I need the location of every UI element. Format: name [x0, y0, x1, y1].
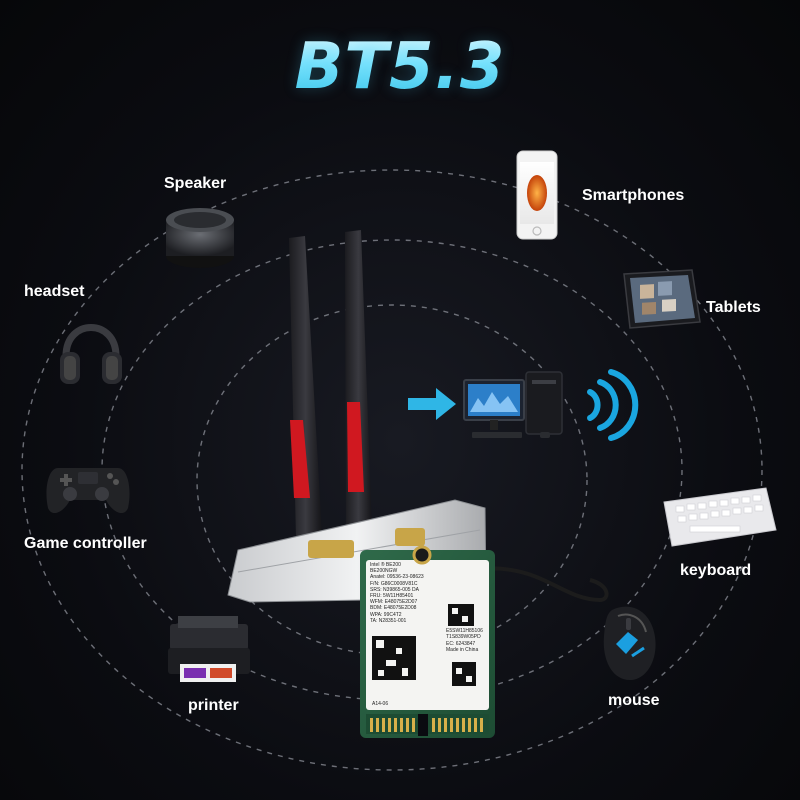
- printer-icon: [168, 616, 250, 682]
- antenna-left: [289, 236, 322, 555]
- speaker-label: Speaker: [164, 175, 227, 192]
- keyboard-icon: [663, 487, 777, 547]
- mouse-label: mouse: [608, 692, 660, 709]
- card-line: E5SW11H85106: [446, 628, 483, 634]
- page-title: BT5.3: [0, 30, 800, 104]
- card-line: BE200NGW: [370, 568, 398, 575]
- card-line: EC: 6243847: [446, 640, 476, 647]
- card-line: Anatel: 09536-23-08623: [370, 574, 424, 581]
- card-line: F/N: G86C0008V81C: [370, 580, 418, 587]
- speaker-icon: [166, 208, 234, 268]
- card-line: WFM: E48075E2D07: [370, 599, 418, 606]
- desktop-computer-icon: [463, 371, 563, 438]
- antenna-right: [345, 230, 372, 552]
- smartphone-icon: [516, 150, 558, 240]
- card-line: Intel ® BE200: [370, 562, 401, 568]
- headset-label: headset: [24, 283, 85, 300]
- game-controller-label: Game controller: [24, 535, 147, 552]
- smartphones-label: Smartphones: [582, 187, 685, 204]
- headset-icon: [60, 324, 122, 384]
- arrow-icon: [408, 388, 456, 420]
- card-line: FRU: 5W11H85401: [370, 593, 414, 600]
- card-line: SRS: N39865-005 DA: [370, 586, 419, 593]
- game-controller-icon: [46, 468, 130, 514]
- card-edge-text: A14-06: [372, 701, 389, 707]
- card-sticker-text: Intel ® BE200 BE200NGW Anatel: 09536-23-…: [370, 562, 442, 624]
- card-line: Made in China: [446, 647, 479, 654]
- wifi-card: [360, 545, 495, 738]
- printer-label: printer: [188, 697, 239, 714]
- card-line: TA: N28351-001: [370, 617, 407, 624]
- mouse-icon: [603, 606, 656, 680]
- card-sticker-text-right: E5SW11H85106 T1S839W05PD EC: 6243847 Mad…: [446, 628, 490, 654]
- keyboard-label: keyboard: [680, 562, 752, 579]
- tablet-icon: [623, 269, 701, 329]
- tablets-label: Tablets: [706, 299, 761, 316]
- card-line: WPA: 99C4T2: [370, 611, 402, 618]
- card-line: BDM: E48075E2D08: [370, 605, 417, 612]
- bluetooth-signal-icon: [587, 369, 639, 441]
- cable: [469, 566, 609, 603]
- card-line: T1S839W05PD: [446, 634, 481, 641]
